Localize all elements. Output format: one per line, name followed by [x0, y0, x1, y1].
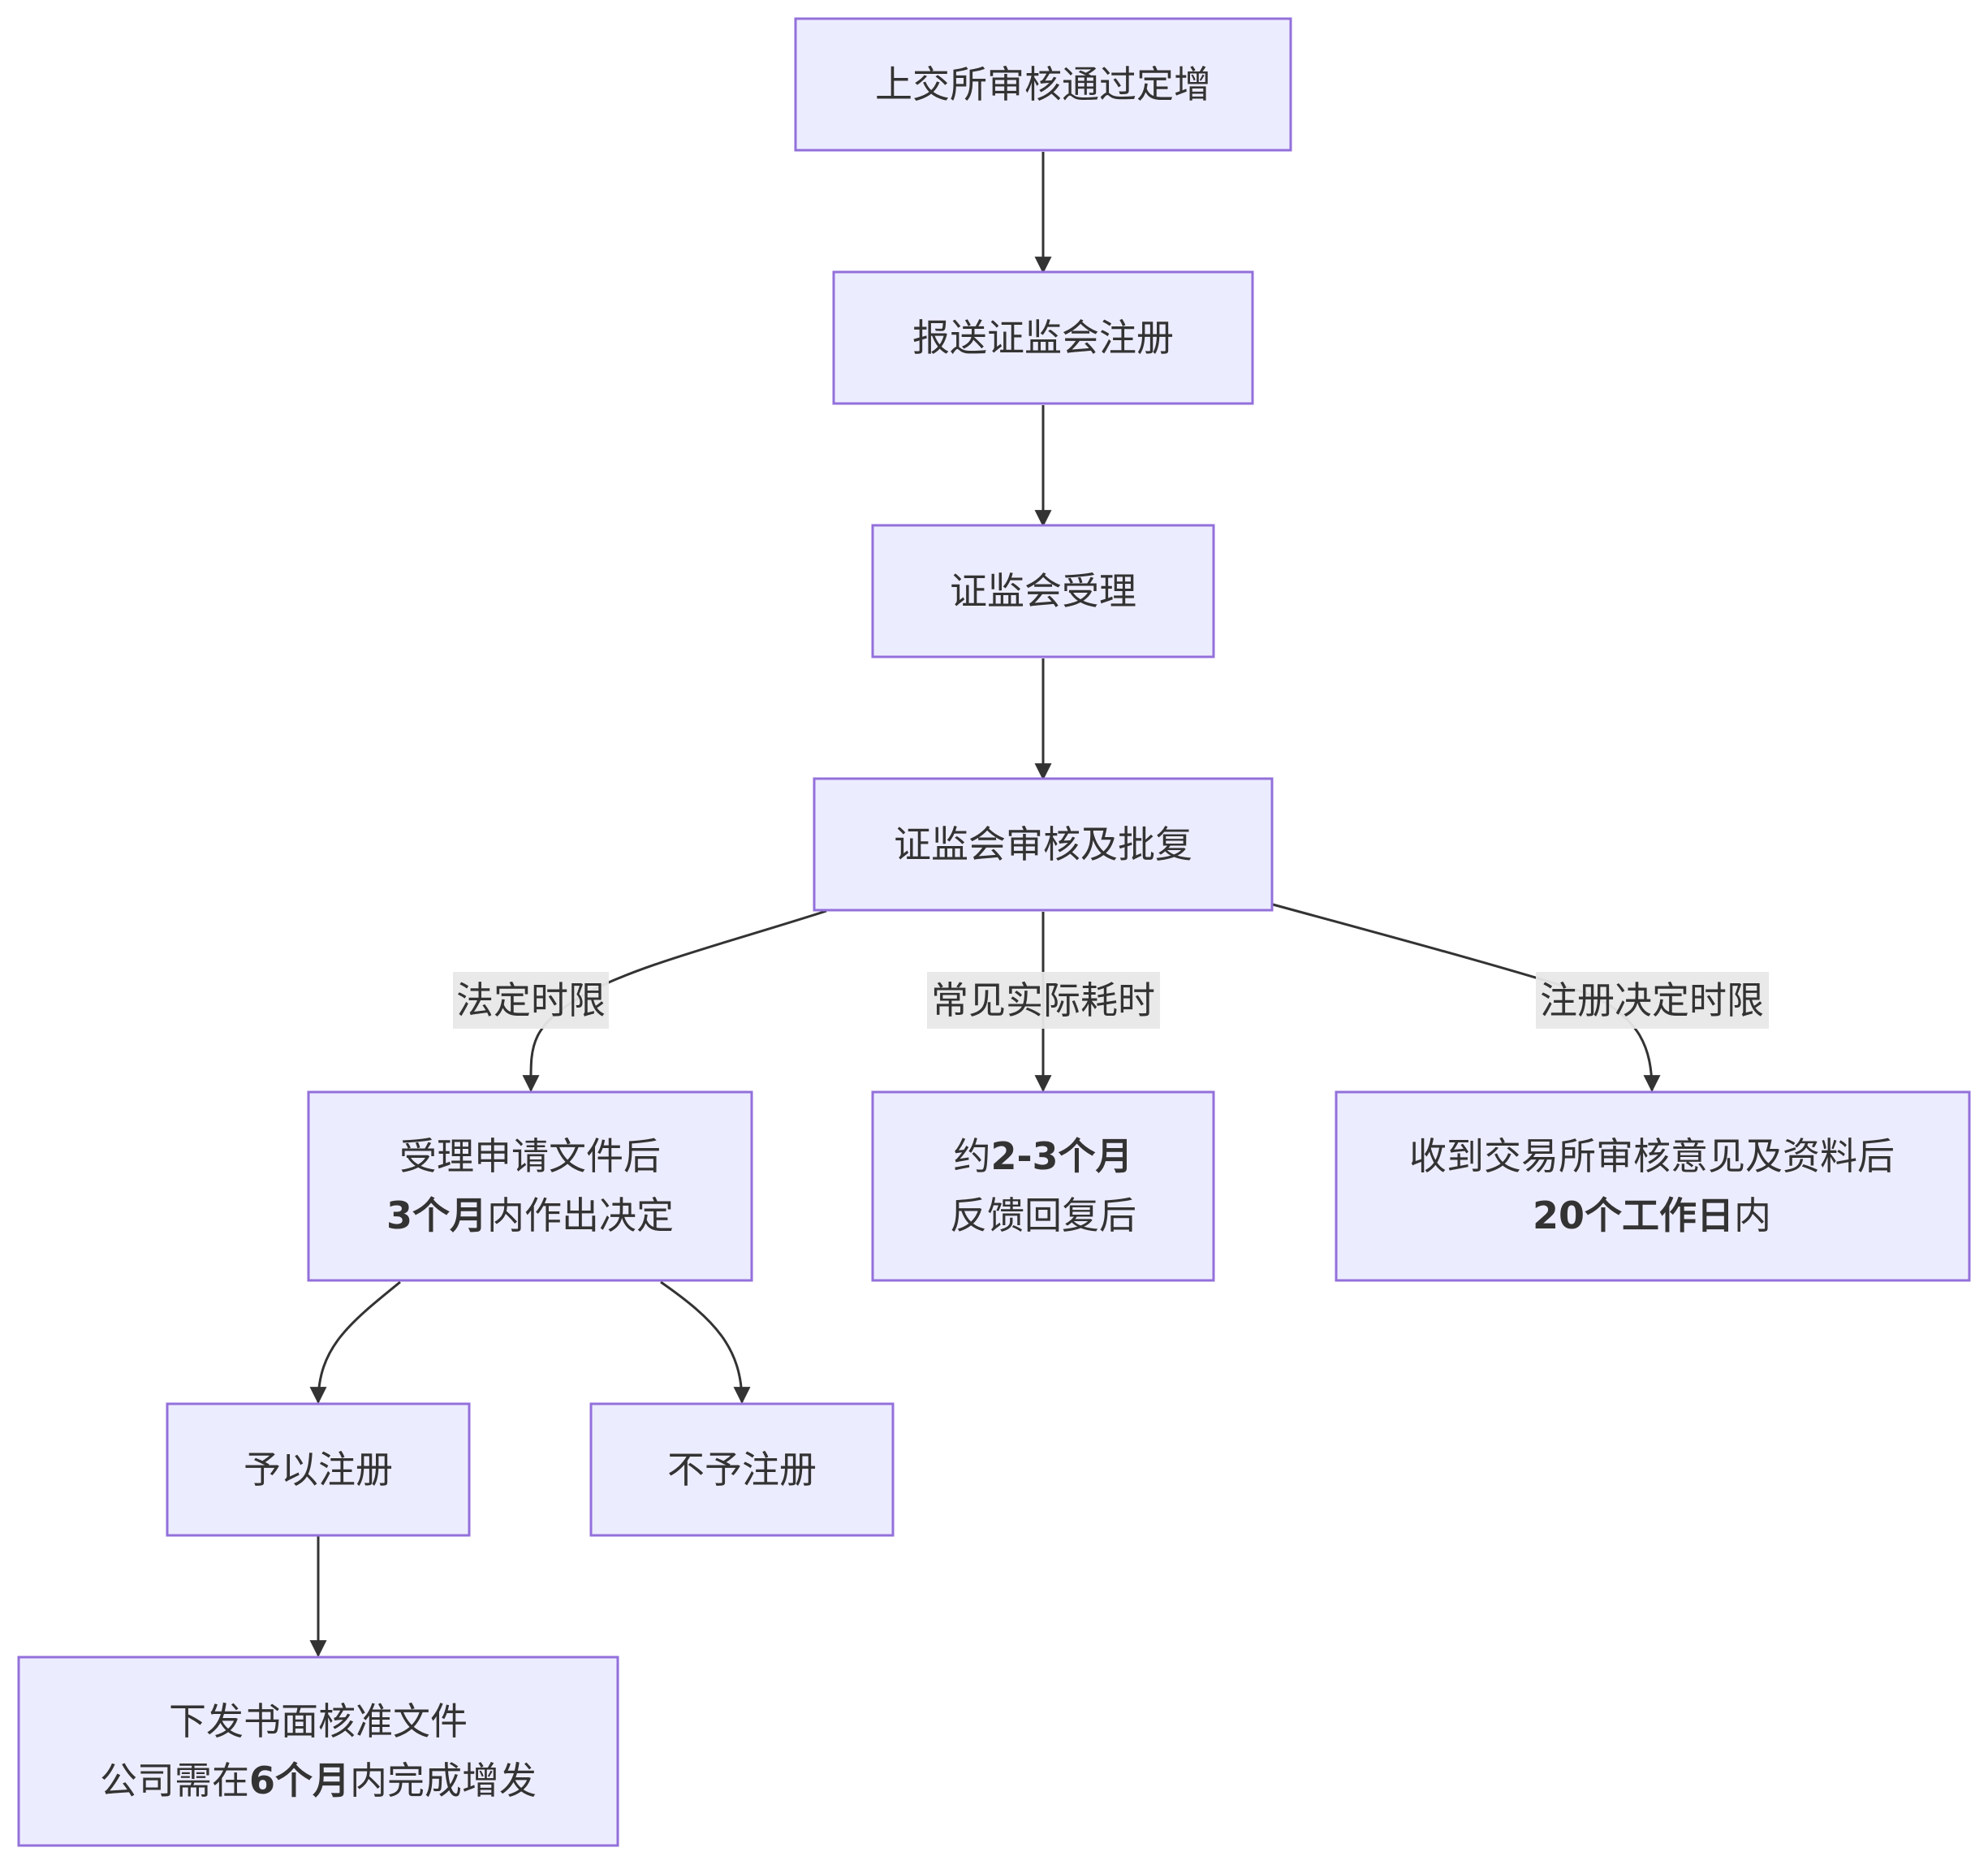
svg-text:下发书面核准文件: 下发书面核准文件 [169, 1699, 468, 1743]
node-issue-approval: 下发书面核准文件 公司需在6个月内完成增发 [17, 1656, 619, 1847]
svg-text:3个月内作出决定: 3个月内作出决定 [386, 1194, 674, 1237]
edge-statutory-to-grant [309, 1280, 401, 1405]
svg-text:报送证监会注册: 报送证监会注册 [912, 316, 1174, 360]
edge-label-actual: 常见实际耗时 [927, 972, 1160, 1029]
node-sse-approved: 上交所审核通过定增 [794, 17, 1292, 152]
svg-text:20个工作日内: 20个工作日内 [1533, 1194, 1771, 1237]
edge-label-statutory: 法定时限 [453, 972, 609, 1029]
svg-text:法定时限: 法定时限 [456, 978, 606, 1022]
svg-text:反馈回复后: 反馈回复后 [950, 1194, 1136, 1237]
svg-text:公司需在6个月内完成增发: 公司需在6个月内完成增发 [100, 1759, 537, 1802]
svg-text:约2-3个月: 约2-3个月 [953, 1134, 1132, 1178]
svg-text:常见实际耗时: 常见实际耗时 [931, 978, 1155, 1022]
node-statutory-limit: 受理申请文件后 3个月内作出决定 [307, 1090, 753, 1282]
node-csrc-review: 证监会审核及批复 [813, 777, 1274, 912]
svg-text:注册决定时限: 注册决定时限 [1540, 978, 1764, 1022]
svg-text:受理申请文件后: 受理申请文件后 [399, 1134, 661, 1178]
node-grant: 予以注册 [166, 1402, 471, 1537]
svg-text:收到交易所审核意见及资料后: 收到交易所审核意见及资料后 [1409, 1134, 1895, 1178]
svg-text:上交所审核通过定增: 上交所审核通过定增 [875, 63, 1211, 106]
svg-text:证监会受理: 证监会受理 [950, 569, 1136, 613]
svg-text:予以注册: 予以注册 [244, 1448, 393, 1492]
edge-statutory-to-reject [660, 1280, 751, 1405]
node-reject: 不予注册 [589, 1402, 895, 1537]
svg-text:证监会审核及批复: 证监会审核及批复 [894, 822, 1192, 866]
node-csrc-accept: 证监会受理 [871, 524, 1215, 658]
svg-text:不予注册: 不予注册 [667, 1448, 817, 1492]
node-submit-csrc: 报送证监会注册 [832, 270, 1254, 405]
node-decision-limit: 收到交易所审核意见及资料后 20个工作日内 [1335, 1090, 1971, 1282]
edge-label-decision: 注册决定时限 [1536, 972, 1769, 1029]
node-actual-time: 约2-3个月 反馈回复后 [871, 1090, 1215, 1282]
